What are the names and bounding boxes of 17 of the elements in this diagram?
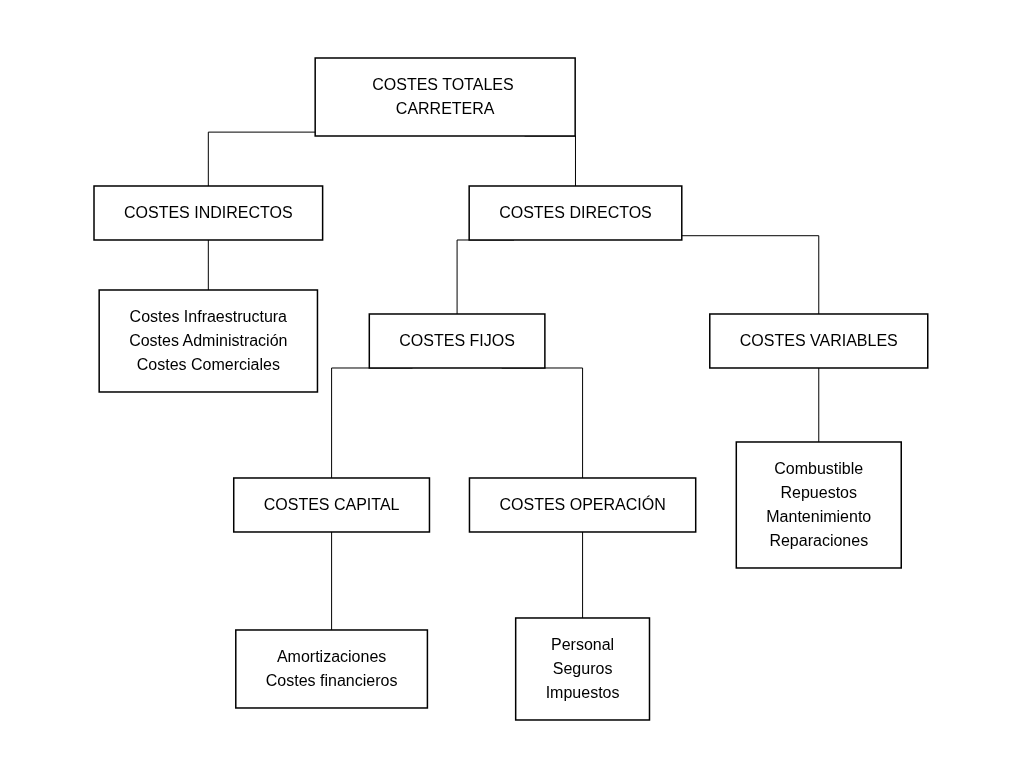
node-box: COSTES VARIABLES — [709, 313, 929, 369]
connector — [207, 131, 316, 187]
node-box: Combustible Repuestos Mantenimiento Reparaciones — [735, 441, 903, 569]
node-box: COSTES FIJOS — [368, 313, 546, 369]
node-box: COSTES TOTALES CARRETERA — [314, 57, 577, 137]
node-box: COSTES DIRECTOS — [468, 185, 683, 241]
node-box: COSTES INDIRECTOS — [93, 185, 324, 241]
node-box: Costes Infraestructura Costes Administración Costes Comerciales — [98, 289, 319, 393]
node-box: Amortizaciones Costes financieros — [235, 629, 429, 709]
node-box: COSTES CAPITAL — [233, 477, 431, 533]
connector — [582, 531, 584, 619]
connector — [207, 239, 209, 291]
connector — [331, 531, 333, 631]
node-box: COSTES OPERACIÓN — [468, 477, 697, 533]
connector — [681, 235, 820, 315]
connector — [818, 367, 820, 443]
node-box: Personal Seguros Impuestos — [515, 617, 651, 721]
